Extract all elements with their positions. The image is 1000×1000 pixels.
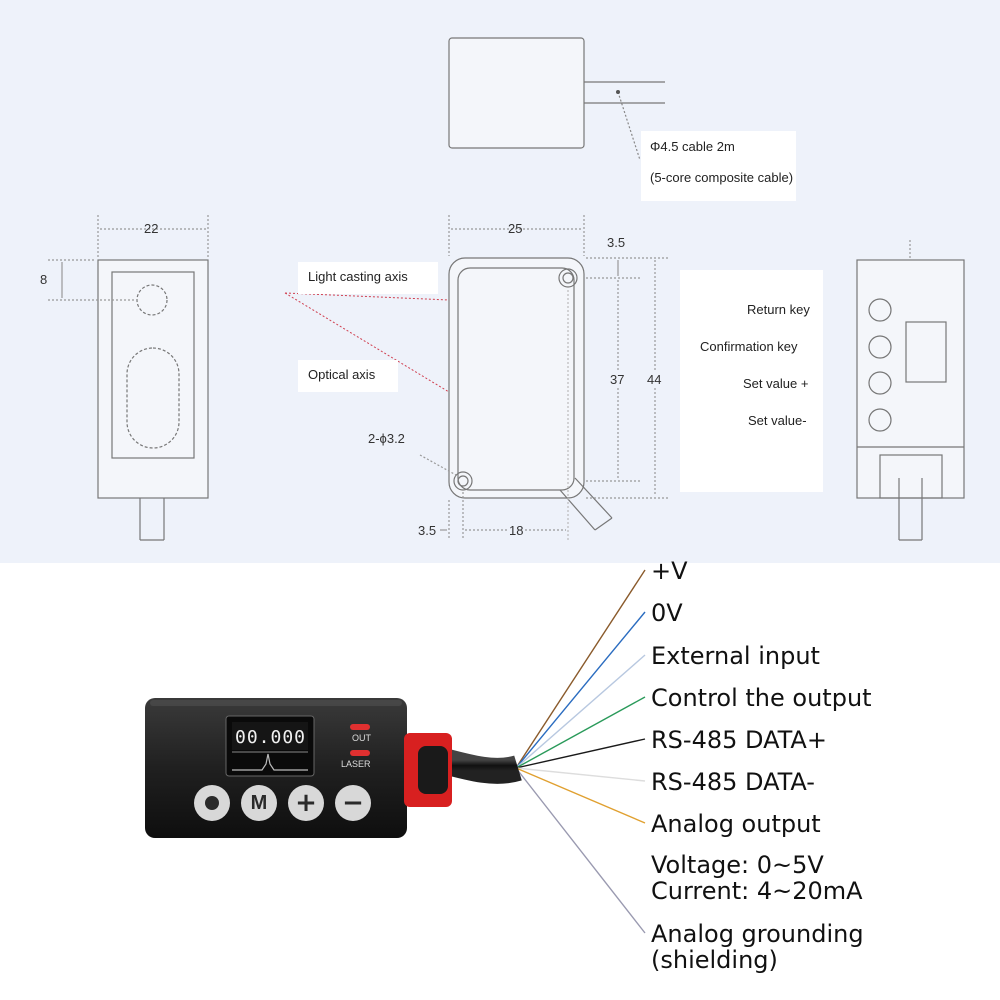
side-view bbox=[419, 215, 670, 540]
wire-label-analog-output: Analog output bbox=[651, 810, 821, 838]
return-button[interactable] bbox=[194, 785, 230, 821]
wire-line bbox=[515, 767, 646, 824]
display-value: 00.000 bbox=[235, 727, 307, 748]
plus-button[interactable]: + bbox=[288, 785, 324, 821]
laser-label: LASER bbox=[341, 759, 371, 769]
dim-44: 44 bbox=[647, 372, 662, 387]
out-label: OUT bbox=[352, 733, 371, 743]
out-led bbox=[350, 724, 370, 730]
cable-sublabel: (5-core composite cable) bbox=[650, 170, 794, 185]
front-view bbox=[48, 215, 209, 541]
wire-line bbox=[515, 767, 646, 934]
dim-3-5-bottom: 3.5 bbox=[418, 523, 437, 538]
dim-22: 22 bbox=[144, 221, 159, 236]
wire-label-voltage: Voltage: 0~5V bbox=[651, 851, 824, 879]
cable-callout bbox=[641, 131, 796, 201]
wire-label-analog-grounding: Analog grounding bbox=[651, 920, 864, 948]
wire-line bbox=[515, 696, 646, 769]
optical-axis-callout bbox=[298, 360, 398, 392]
dim-25: 25 bbox=[508, 221, 523, 236]
cable-pointer-dot bbox=[616, 90, 620, 94]
light-axis-callout bbox=[298, 262, 438, 294]
cable-label: Φ4.5 cable 2m bbox=[650, 139, 735, 154]
set-value-plus-label: Set value + bbox=[743, 376, 809, 391]
optical-axis-label: Optical axis bbox=[308, 367, 376, 382]
set-value-minus-label: Set value- bbox=[748, 413, 807, 428]
waveform-icon bbox=[232, 753, 308, 771]
light-casting-axis-label: Light casting axis bbox=[308, 269, 408, 284]
wire-line bbox=[515, 738, 646, 769]
wire-line bbox=[515, 654, 646, 769]
wire-label-rs485-minus: RS-485 DATA- bbox=[651, 768, 815, 796]
wire-label-external-input: External input bbox=[651, 642, 820, 670]
wire-label-control-output: Control the output bbox=[651, 684, 872, 712]
laser-led bbox=[350, 750, 370, 756]
wire-label-rs485-plus: RS-485 DATA+ bbox=[651, 726, 827, 754]
m-button[interactable]: M bbox=[241, 785, 277, 821]
confirmation-key-label: Confirmation key bbox=[700, 339, 798, 354]
top-view bbox=[448, 37, 665, 161]
wire-line bbox=[515, 569, 646, 769]
axis-lines bbox=[284, 292, 450, 393]
wire-label-0v: 0V bbox=[651, 599, 683, 627]
wire-line bbox=[515, 767, 646, 782]
dim-3-5-top: 3.5 bbox=[607, 235, 626, 250]
hole-label: 2-ϕ3.2 bbox=[368, 431, 405, 446]
dim-37: 37 bbox=[610, 372, 625, 387]
keys-callout bbox=[680, 270, 823, 492]
return-key-label: Return key bbox=[747, 302, 810, 317]
dim-8: 8 bbox=[40, 272, 48, 287]
circle-icon bbox=[205, 796, 219, 810]
wire-label-current: Current: 4~20mA bbox=[651, 877, 863, 905]
wire-line bbox=[515, 611, 646, 769]
dim-18: 18 bbox=[509, 523, 524, 538]
wire-label-shielding: (shielding) bbox=[651, 946, 778, 974]
minus-button[interactable]: − bbox=[335, 785, 371, 821]
rear-view bbox=[856, 240, 965, 541]
wire-label-plus-v: +V bbox=[651, 557, 688, 585]
